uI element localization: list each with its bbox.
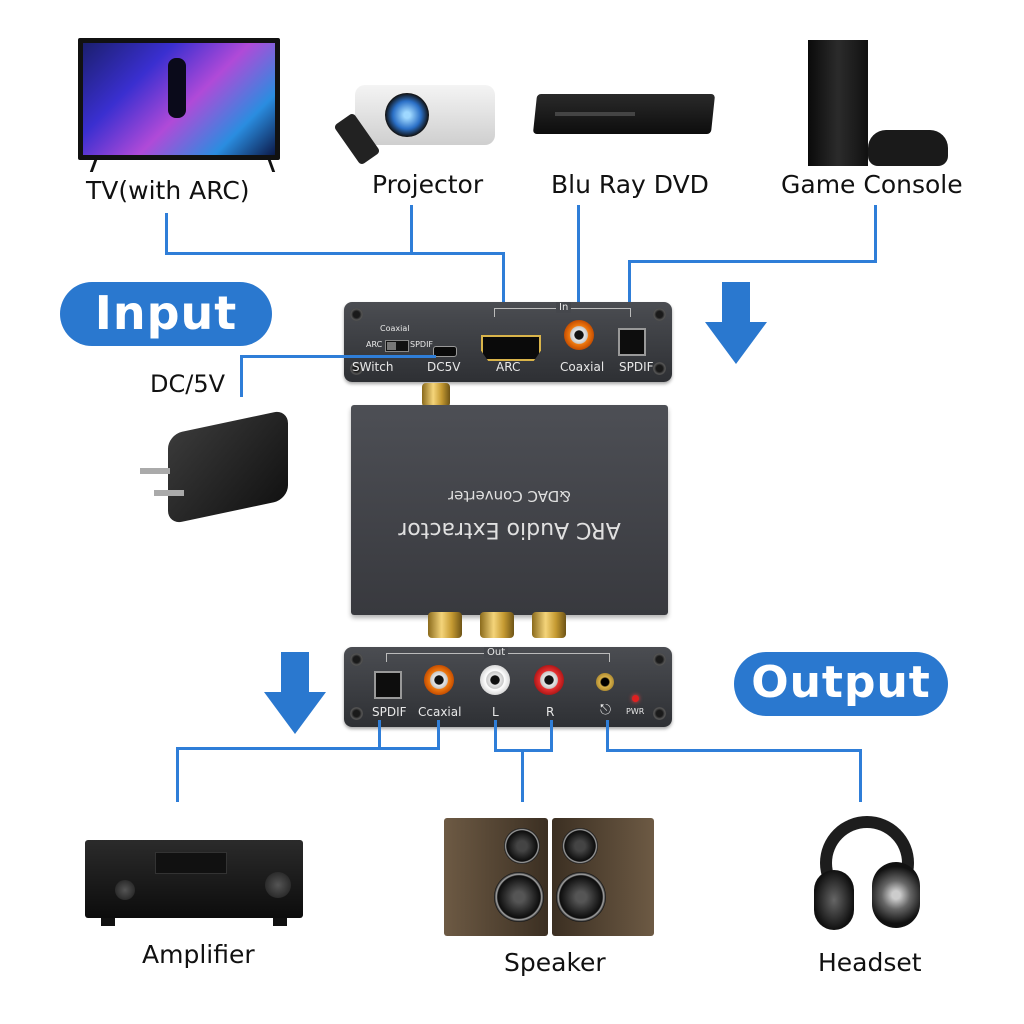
wire-tv-h <box>165 252 505 255</box>
wire-power-h <box>240 355 436 358</box>
headphone-jack[interactable] <box>596 673 614 691</box>
projector-image <box>333 75 495 166</box>
dc5v-port[interactable] <box>433 346 457 357</box>
port-r-label: R <box>546 705 555 719</box>
bottom-rca-connector-3 <box>532 612 566 638</box>
projector-label: Projector <box>372 170 484 199</box>
main-device: ARC Audio Extractor &DAC Converter <box>351 405 668 615</box>
port-arc-label: ARC <box>496 360 521 374</box>
bottom-rca-connector-2 <box>480 612 514 638</box>
wire-l-out <box>494 720 497 752</box>
console-label: Game Console <box>781 170 963 199</box>
console-image <box>808 40 948 170</box>
device-subtitle: &DAC Converter <box>448 487 571 505</box>
port-spdif-label: SPDIF <box>619 360 654 374</box>
wire-amp-h2 <box>176 747 381 750</box>
amplifier-label: Amplifier <box>142 940 255 969</box>
wire-tv <box>165 213 168 255</box>
input-badge: Input <box>60 282 272 346</box>
headset-image <box>812 810 922 930</box>
switch-top-label: Coaxial <box>380 324 410 333</box>
wire-console-h <box>628 260 877 263</box>
switch-right-label: SPDIF <box>410 340 434 349</box>
port-switch-label: SWitch <box>352 360 394 374</box>
port-spdif-out-label: SPDIF <box>372 705 407 719</box>
wire-projector <box>410 205 413 255</box>
coaxial-out-port[interactable] <box>424 665 454 695</box>
tv-image <box>78 38 280 172</box>
port-coaxial-label: Coaxial <box>560 360 605 374</box>
wire-spdif-in <box>628 260 631 328</box>
audio-left-port[interactable] <box>480 665 510 695</box>
output-badge: Output <box>734 652 948 716</box>
speaker-image <box>444 812 654 940</box>
wire-amp-v <box>176 747 179 802</box>
wire-hp-v <box>859 749 862 802</box>
pwr-label: PWR <box>626 707 645 716</box>
in-label: In <box>556 302 572 313</box>
bottom-rca-connector-1 <box>428 612 462 638</box>
headset-label: Headset <box>818 948 922 977</box>
pwr-led <box>632 695 639 702</box>
bluray-image <box>532 82 716 144</box>
output-panel: Out SPDIF Ccaxial L R ⎋ PWR <box>344 647 672 727</box>
out-label: Out <box>484 647 509 658</box>
device-title: ARC Audio Extractor <box>398 517 621 542</box>
wire-spdif-out <box>378 720 381 750</box>
port-l-label: L <box>492 705 499 719</box>
hdmi-arc-port[interactable] <box>481 335 541 361</box>
wire-speaker-v <box>521 749 524 802</box>
speaker-label: Speaker <box>504 948 606 977</box>
audio-right-port[interactable] <box>534 665 564 695</box>
wire-amp-h1 <box>378 747 440 750</box>
wire-hp-h <box>606 749 862 752</box>
top-rca-connector <box>422 383 450 407</box>
mode-switch[interactable] <box>385 340 409 352</box>
input-panel: In Coaxial ARC SPDIF SWitch DC5V ARC Coa… <box>344 302 672 382</box>
port-dc5v-label: DC5V <box>427 360 461 374</box>
spdif-in-port[interactable] <box>618 328 646 356</box>
coaxial-in-port[interactable] <box>564 320 594 350</box>
wire-console <box>874 205 877 262</box>
bluray-label: Blu Ray DVD <box>551 170 709 199</box>
port-coaxial-out-label: Ccaxial <box>418 705 462 719</box>
wire-r-out <box>550 720 553 752</box>
wire-power-v <box>240 355 243 397</box>
tv-label: TV(with ARC) <box>86 176 250 205</box>
down-arrow-icon <box>705 282 767 364</box>
down-arrow-icon-left <box>264 652 326 734</box>
wire-arc <box>502 252 505 334</box>
amplifier-image <box>85 840 305 926</box>
wire-bluray <box>577 205 580 315</box>
spdif-out-port[interactable] <box>374 671 402 699</box>
wire-coax-out <box>437 720 440 750</box>
headphone-icon: ⎋ <box>600 702 612 718</box>
wire-hp-out <box>606 720 609 752</box>
power-adapter-image <box>128 409 298 525</box>
power-label: DC/5V <box>150 370 226 398</box>
switch-left-label: ARC <box>366 340 383 349</box>
